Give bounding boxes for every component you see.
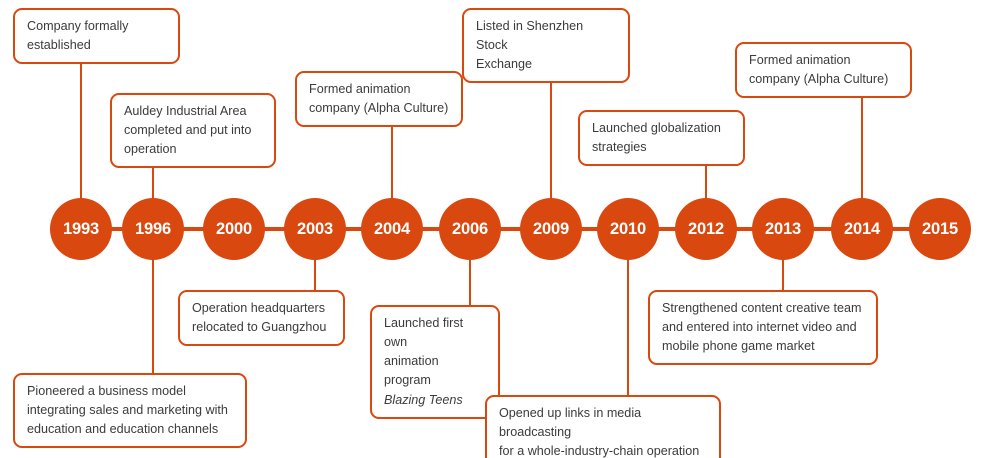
event-text-line: for a whole-industry-chain operation [499, 444, 700, 458]
spine-segment [110, 227, 124, 231]
node-year-label: 2009 [533, 219, 569, 238]
timeline-node-2015[interactable]: 2015 [909, 198, 971, 260]
event-callout-text: Strengthened content creative team and en… [662, 299, 862, 356]
node-year-label: 1993 [63, 219, 99, 238]
event-callout-2013-below[interactable]: Strengthened content creative team and en… [648, 290, 878, 366]
event-text-line: mobile phone game market [662, 339, 815, 354]
event-text-line: Pioneered a business model [27, 384, 186, 398]
event-callout-2004-above[interactable]: Formed animation company (Alpha Culture) [295, 71, 463, 128]
spine-segment [891, 227, 911, 231]
leader-line-1993-above [80, 64, 82, 199]
node-year-label: 2012 [688, 219, 724, 238]
spine-segment [735, 227, 754, 231]
node-year-label: 2014 [844, 219, 880, 238]
timeline-node-2009[interactable]: 2009 [520, 198, 582, 260]
event-text-line: and entered into internet video and [662, 320, 857, 335]
event-callout-2010-below[interactable]: Opened up links in media broadcasting for… [485, 395, 721, 458]
node-year-label: 2015 [922, 219, 958, 238]
node-year-label: 2010 [610, 219, 646, 238]
event-text-line: Strengthened content creative team [662, 301, 862, 315]
event-callout-1996-below[interactable]: Pioneered a business model integrating sa… [13, 373, 247, 449]
event-callout-1993-above[interactable]: Company formally established [13, 8, 180, 65]
timeline-node-2012[interactable]: 2012 [675, 198, 737, 260]
leader-line-2013-below [782, 259, 784, 290]
leader-line-2014-above [861, 98, 863, 199]
timeline-node-1993[interactable]: 1993 [50, 198, 112, 260]
spine-segment [657, 227, 677, 231]
event-text-line: Blazing Teens [384, 392, 463, 407]
event-text-line: education and education channels [27, 422, 219, 437]
spine-segment [263, 227, 286, 231]
leader-line-1996-above [152, 168, 154, 199]
event-callout-text: Launched globalization strategies [592, 119, 721, 157]
event-text-line: strategies [592, 140, 647, 155]
event-callout-text: Company formally established [27, 17, 128, 55]
event-text-line: Company formally [27, 19, 129, 33]
leader-line-2010-below [627, 259, 629, 395]
event-text-line: Launched globalization [592, 121, 721, 135]
event-text-line: Listed in Shenzhen Stock [476, 19, 584, 53]
event-callout-text: Pioneered a business model integrating sa… [27, 382, 228, 439]
event-text-line: Auldey Industrial Area [124, 104, 247, 118]
spine-segment [499, 227, 522, 231]
leader-line-2006-below [469, 259, 471, 305]
spine-segment [344, 227, 363, 231]
event-text-line: completed and put into [124, 123, 252, 138]
event-text-line: Formed animation [309, 82, 411, 96]
event-text-line: Formed animation [749, 53, 851, 67]
event-callout-2014-above[interactable]: Formed animation company (Alpha Culture) [735, 42, 912, 99]
leader-line-2003-below [314, 259, 316, 290]
event-text-line: company (Alpha Culture) [309, 101, 449, 116]
event-text-line: Operation headquarters [192, 301, 326, 315]
timeline-node-2010[interactable]: 2010 [597, 198, 659, 260]
event-callout-1996-above[interactable]: Auldey Industrial Area completed and put … [110, 93, 276, 169]
event-callout-text: Formed animation company (Alpha Culture) [309, 80, 448, 118]
leader-line-2004-above [391, 127, 393, 199]
event-text-line: Opened up links in media broadcasting [499, 406, 642, 440]
timeline-node-2004[interactable]: 2004 [361, 198, 423, 260]
node-year-label: 2006 [452, 219, 488, 238]
leader-line-2009-above [550, 83, 552, 199]
timeline-node-2006[interactable]: 2006 [439, 198, 501, 260]
event-callout-2012-above[interactable]: Launched globalization strategies [578, 110, 745, 167]
spine-segment [182, 227, 205, 231]
leader-line-1996-below [152, 259, 154, 373]
event-text-line: company (Alpha Culture) [749, 72, 889, 87]
timeline-node-2013[interactable]: 2013 [752, 198, 814, 260]
event-text-line: animation program [384, 354, 439, 388]
event-callout-text: Auldey Industrial Area completed and put … [124, 102, 251, 159]
spine-segment [812, 227, 833, 231]
timeline-node-1996[interactable]: 1996 [122, 198, 184, 260]
timeline-node-2014[interactable]: 2014 [831, 198, 893, 260]
event-text-line: integrating sales and marketing with [27, 403, 228, 418]
node-year-label: 2004 [374, 219, 410, 238]
spine-segment [421, 227, 441, 231]
event-text-line: established [27, 38, 91, 53]
spine-segment [580, 227, 599, 231]
leader-line-2012-above [705, 166, 707, 199]
event-callout-text: Opened up links in media broadcasting for… [499, 404, 708, 458]
timeline-node-2003[interactable]: 2003 [284, 198, 346, 260]
timeline-node-2000[interactable]: 2000 [203, 198, 265, 260]
event-text-line: operation [124, 142, 177, 157]
event-text-line: Launched first own [384, 316, 464, 350]
node-year-label: 2000 [216, 219, 252, 238]
event-callout-text: Operation headquarters relocated to Guang… [192, 299, 326, 337]
event-callout-text: Formed animation company (Alpha Culture) [749, 51, 888, 89]
node-year-label: 1996 [135, 219, 171, 238]
event-callout-2003-below[interactable]: Operation headquarters relocated to Guang… [178, 290, 345, 347]
node-year-label: 2013 [765, 219, 801, 238]
node-year-label: 2003 [297, 219, 333, 238]
event-text-line: Exchange [476, 57, 533, 72]
event-text-line: relocated to Guangzhou [192, 320, 327, 335]
